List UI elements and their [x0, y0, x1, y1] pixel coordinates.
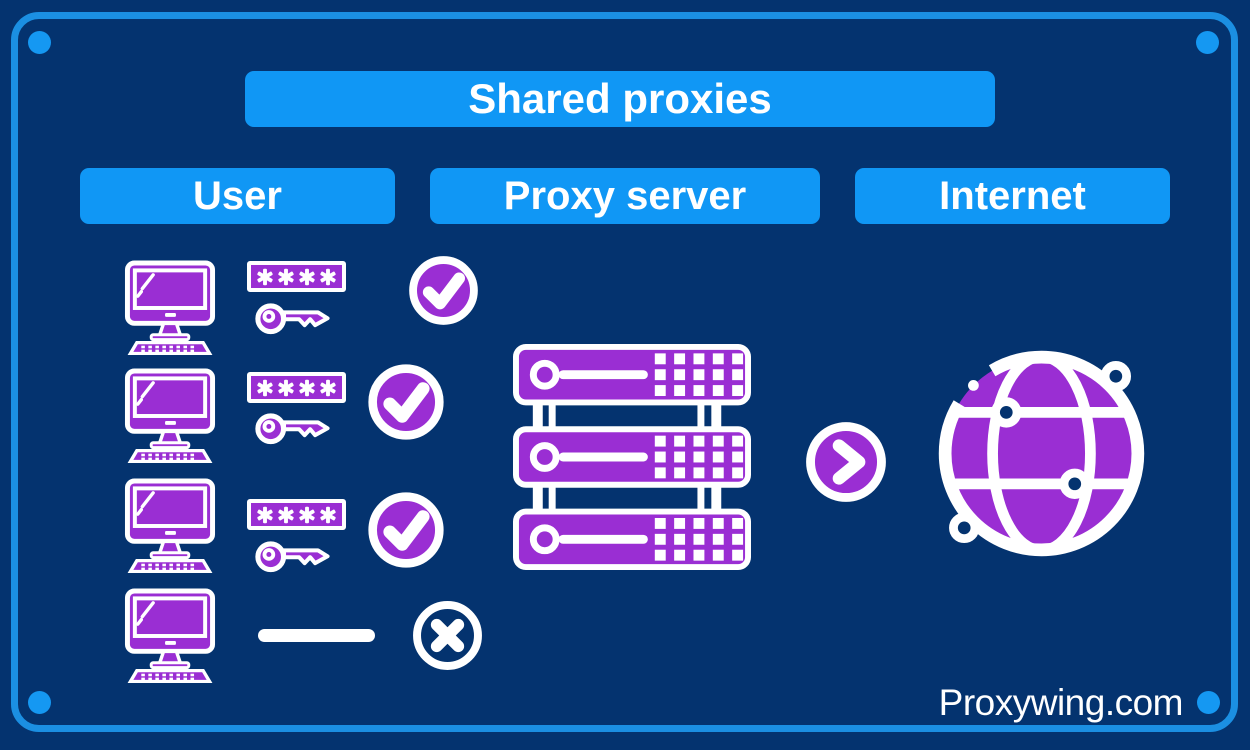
asterisk-icon: [277, 379, 295, 397]
asterisk-icon: [298, 506, 316, 524]
asterisk-icon: [256, 268, 274, 286]
user-4-cross-circle-icon: [410, 598, 485, 673]
column-header-internet-label: Internet: [939, 173, 1086, 218]
column-header-user: User: [80, 168, 395, 224]
border-frame: [11, 12, 1238, 732]
corner-dot-bottom-left: [28, 691, 51, 714]
globe-network-icon: [929, 341, 1154, 566]
chevron-right-circle-icon: [804, 420, 888, 504]
corner-dot-bottom-right: [1197, 691, 1220, 714]
user-1-key-icon: [251, 294, 339, 338]
server-rack-icon: [513, 343, 751, 571]
column-header-internet: Internet: [855, 168, 1170, 224]
brand-watermark: Proxywing.com: [938, 682, 1184, 723]
title-banner: Shared proxies: [245, 71, 995, 127]
asterisk-icon: [277, 268, 295, 286]
user-1-password-field: [247, 261, 346, 292]
user-2-key-icon: [251, 404, 339, 448]
user-3-check-circle-icon: [366, 490, 446, 570]
asterisk-icon: [298, 379, 316, 397]
page-title: Shared proxies: [468, 75, 772, 122]
corner-dot-top-right: [1196, 31, 1219, 54]
user-2-check-circle-icon: [366, 362, 446, 442]
column-header-proxy-server-label: Proxy server: [503, 173, 747, 218]
asterisk-icon: [319, 506, 337, 524]
asterisk-icon: [298, 268, 316, 286]
column-header-user-label: User: [193, 173, 282, 218]
user-1-check-circle-icon: [407, 254, 480, 327]
corner-dot-top-left: [28, 31, 51, 54]
asterisk-icon: [256, 379, 274, 397]
asterisk-icon: [319, 268, 337, 286]
asterisk-icon: [319, 379, 337, 397]
asterisk-icon: [256, 506, 274, 524]
user-3-key-icon: [251, 532, 339, 576]
user-2-computer-icon: [124, 368, 216, 463]
user-3-computer-icon: [124, 478, 216, 573]
user-4-computer-icon: [124, 588, 216, 683]
asterisk-icon: [277, 506, 295, 524]
no-credentials-dash: [258, 629, 375, 642]
column-header-proxy-server: Proxy server: [430, 168, 820, 224]
user-2-password-field: [247, 372, 346, 403]
user-1-computer-icon: [124, 260, 216, 355]
user-3-password-field: [247, 499, 346, 530]
